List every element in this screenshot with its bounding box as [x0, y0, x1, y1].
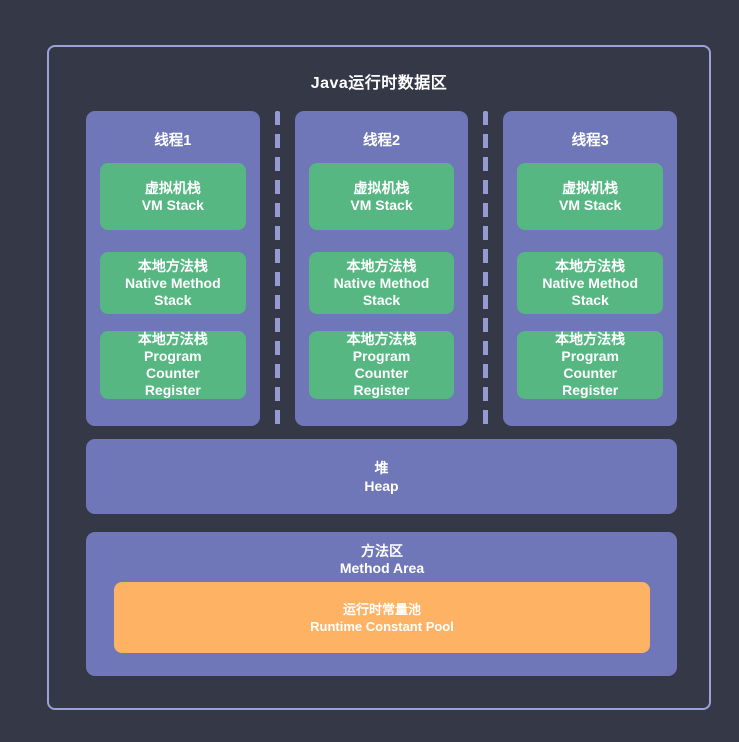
method-area-box: 方法区 Method Area 运行时常量池 Runtime Constant …	[86, 532, 677, 676]
thread-2-native-method-stack-box: 本地方法栈 Native Method Stack	[308, 252, 455, 314]
program-counter-label-en: Program Counter Register	[352, 348, 411, 398]
heap-box: 堆 Heap	[86, 439, 677, 514]
program-counter-label-zh: 本地方法栈	[137, 331, 208, 347]
thread-divider-1	[274, 111, 280, 426]
diagram-content: 线程1 虚拟机栈 VM Stack 本地方法栈 Native Method St…	[49, 111, 709, 676]
method-area-label-zh: 方法区	[361, 543, 403, 559]
thread-3-native-method-stack-box: 本地方法栈 Native Method Stack	[517, 252, 664, 314]
heap-label-en: Heap	[364, 477, 399, 494]
thread-1-native-method-stack-box: 本地方法栈 Native Method Stack	[100, 252, 246, 314]
runtime-constant-pool-box: 运行时常量池 Runtime Constant Pool	[114, 582, 650, 653]
vm-stack-label-en: VM Stack	[141, 196, 204, 213]
vm-stack-label-zh: 虚拟机栈	[144, 179, 201, 196]
thread-3-box: 线程3 虚拟机栈 VM Stack 本地方法栈 Native Method St…	[503, 111, 678, 426]
program-counter-label-en: Program Counter Register	[561, 348, 619, 398]
threads-row: 线程1 虚拟机栈 VM Stack 本地方法栈 Native Method St…	[86, 111, 678, 426]
vm-stack-label-en: VM Stack	[559, 196, 622, 213]
java-runtime-data-area: Java运行时数据区 线程1 虚拟机栈 VM Stack 本地方法栈 Nativ…	[47, 45, 711, 710]
native-method-stack-label-en: Native Method Stack	[124, 274, 221, 308]
thread-1-vm-stack-box: 虚拟机栈 VM Stack	[100, 163, 246, 230]
thread-2-program-counter-box: 本地方法栈 Program Counter Register	[308, 331, 455, 399]
thread-2-title: 线程2	[362, 133, 401, 149]
program-counter-label-en: Program Counter Register	[144, 348, 202, 398]
native-method-stack-label-zh: 本地方法栈	[137, 257, 208, 274]
runtime-constant-pool-label-en: Runtime Constant Pool	[310, 618, 454, 634]
thread-1-program-counter-box: 本地方法栈 Program Counter Register	[100, 331, 246, 399]
thread-divider-2	[483, 111, 489, 426]
vm-stack-label-zh: 虚拟机栈	[562, 179, 619, 196]
thread-1-box: 线程1 虚拟机栈 VM Stack 本地方法栈 Native Method St…	[86, 111, 260, 426]
diagram-title: Java运行时数据区	[310, 75, 448, 92]
native-method-stack-label-en: Native Method Stack	[542, 274, 639, 308]
thread-3-program-counter-box: 本地方法栈 Program Counter Register	[517, 331, 664, 399]
thread-3-vm-stack-box: 虚拟机栈 VM Stack	[517, 163, 664, 230]
program-counter-label-zh: 本地方法栈	[346, 331, 417, 347]
method-area-label-en: Method Area	[339, 560, 425, 576]
heap-label-zh: 堆	[374, 459, 389, 476]
thread-1-title: 线程1	[154, 133, 192, 149]
thread-2-box: 线程2 虚拟机栈 VM Stack 本地方法栈 Native Method St…	[294, 111, 469, 426]
native-method-stack-label-en: Native Method Stack	[333, 274, 430, 308]
thread-3-title: 线程3	[571, 133, 609, 149]
native-method-stack-label-zh: 本地方法栈	[555, 257, 626, 274]
program-counter-label-zh: 本地方法栈	[555, 331, 626, 347]
thread-2-vm-stack-box: 虚拟机栈 VM Stack	[308, 163, 455, 230]
native-method-stack-label-zh: 本地方法栈	[346, 257, 417, 274]
vm-stack-label-en: VM Stack	[350, 196, 413, 213]
runtime-constant-pool-label-zh: 运行时常量池	[342, 601, 421, 617]
vm-stack-label-zh: 虚拟机栈	[353, 179, 410, 196]
